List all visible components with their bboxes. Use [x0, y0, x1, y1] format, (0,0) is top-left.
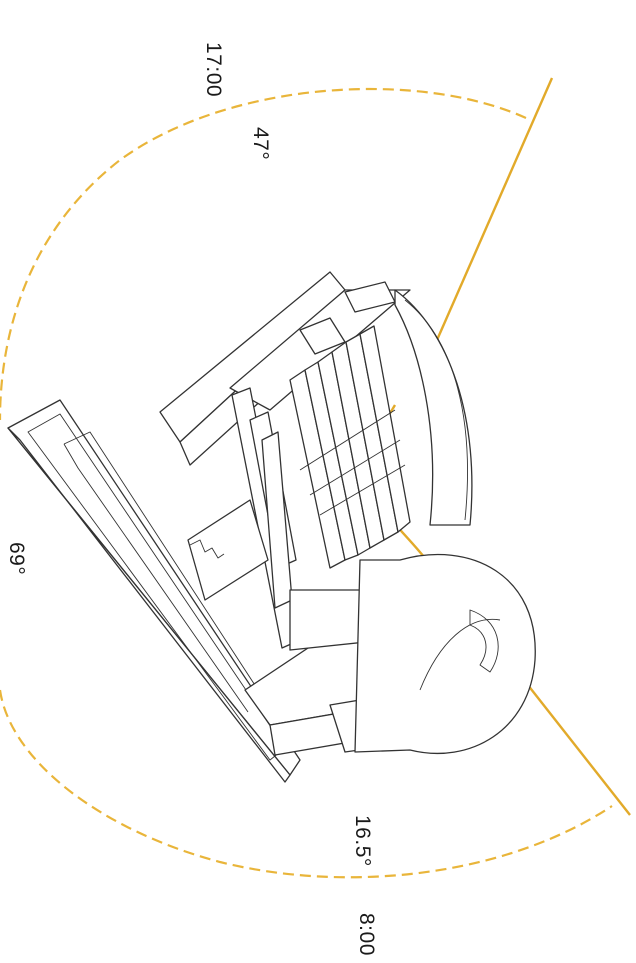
- time-end-label: 8:00: [355, 913, 378, 956]
- inner-walls: [187, 387, 301, 649]
- time-start-label: 17:00: [202, 42, 225, 97]
- sun-path-arc: [0, 87, 613, 879]
- angle-end-label: 16.5°: [351, 815, 374, 867]
- fins: [289, 281, 411, 569]
- angle-start-label: 47°: [249, 127, 272, 160]
- angle-middle-label: 69°: [5, 542, 28, 575]
- sun-ray-lower: [519, 674, 631, 816]
- curved-wall: [394, 289, 473, 526]
- building-model: [7, 271, 536, 783]
- sun-ray-upper: [435, 77, 554, 341]
- rounded-volume: [354, 553, 536, 755]
